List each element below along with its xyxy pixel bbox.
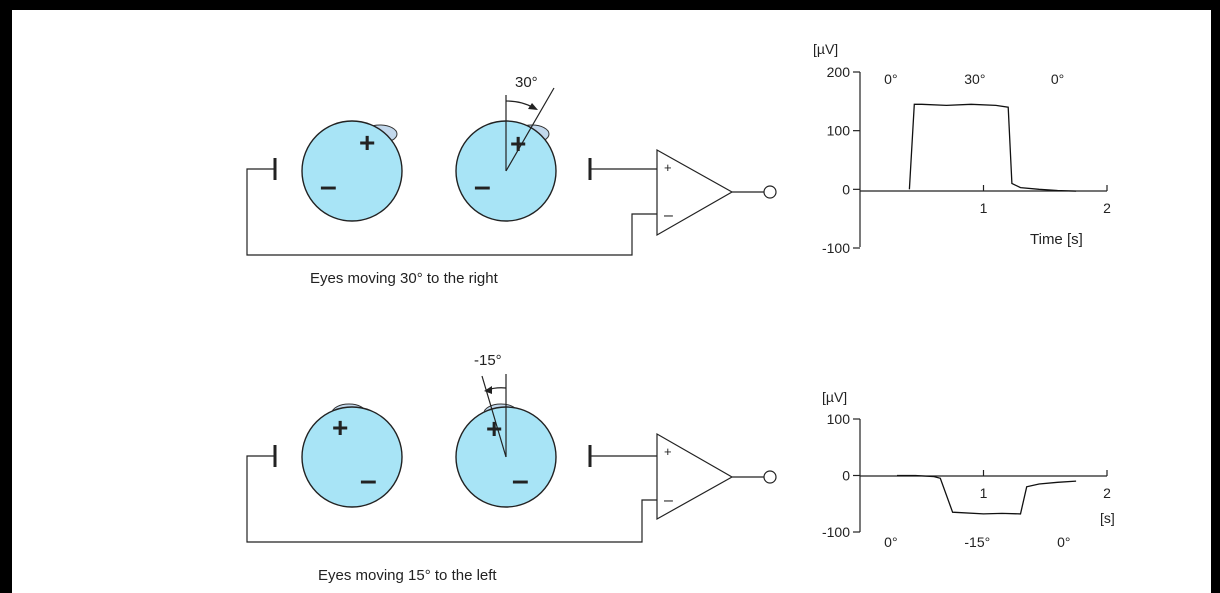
amplifier [656, 432, 734, 521]
angle-label: 30° [515, 74, 538, 91]
right-eye-plus: + [510, 128, 526, 159]
bottom-chart: [µV] [s] 100 0 -100 1 2 0° -15° 0° [822, 389, 1115, 550]
right-eye-minus: – [474, 170, 491, 203]
top-x-label: Time [s] [1030, 231, 1083, 248]
left-wire [246, 168, 657, 256]
y-tick-label: 200 [827, 64, 851, 80]
output-terminal [763, 185, 777, 199]
angle-arrowhead [484, 386, 492, 394]
right-eye-plus: + [486, 413, 502, 444]
left-eye-minus: – [360, 464, 377, 497]
figure-panel: + – + – + – 30° Eyes moving 30° to the r… [12, 10, 1211, 593]
gaze-line [481, 375, 507, 458]
amplifier [656, 148, 734, 237]
angle-arrowhead [528, 103, 538, 110]
right-eye-minus: – [512, 464, 529, 497]
eog-figure: + – + – + – 30° Eyes moving 30° to the r… [246, 41, 1115, 584]
left-wire [246, 455, 657, 543]
angle-annotation: 30° [964, 71, 985, 87]
left-eye [301, 406, 403, 508]
y-tick-label: 0 [842, 468, 850, 484]
y-tick-label: 100 [827, 123, 851, 139]
angle-annotation: 0° [1051, 71, 1064, 87]
bottom-y-unit: [µV] [822, 389, 847, 405]
bottom-x-label: [s] [1100, 510, 1115, 526]
amp-minus-label: – [664, 492, 673, 509]
y-tick-label: -100 [822, 240, 850, 256]
angle-annotation: -15° [964, 534, 990, 550]
x-tick-label: 2 [1103, 485, 1111, 501]
angle-annotation: 0° [884, 534, 897, 550]
top-caption: Eyes moving 30° to the right [310, 270, 499, 287]
top-chart: [µV] Time [s] 200 100 0 -100 1 2 0° 30° 0° [813, 41, 1111, 256]
angle-annotation: 0° [1057, 534, 1070, 550]
bottom-caption: Eyes moving 15° to the left [318, 567, 497, 584]
x-tick-label: 1 [980, 485, 988, 501]
x-tick-label: 2 [1103, 200, 1111, 216]
left-eye-plus: + [359, 127, 375, 158]
amp-plus-label: + [664, 160, 672, 175]
top-series-line [908, 103, 1077, 192]
angle-annotation: 0° [884, 71, 897, 87]
output-terminal [763, 470, 777, 484]
gaze-line [505, 87, 555, 172]
amp-minus-label: – [664, 207, 673, 224]
left-eye [301, 120, 403, 222]
left-eye-plus: + [332, 412, 348, 443]
y-tick-label: 100 [827, 411, 851, 427]
y-tick-label: 0 [842, 181, 850, 197]
top-circuit: + – + – + – 30° Eyes moving 30° to the r… [246, 74, 777, 287]
y-tick-label: -100 [822, 524, 850, 540]
bottom-circuit: + – + – + – -15° Eyes moving 15° to the … [246, 352, 777, 584]
amp-plus-label: + [664, 444, 672, 459]
bottom-series-line [897, 474, 1077, 515]
left-eye-minus: – [320, 170, 337, 203]
top-y-unit: [µV] [813, 41, 838, 57]
angle-label: -15° [474, 352, 502, 369]
x-tick-label: 1 [980, 200, 988, 216]
